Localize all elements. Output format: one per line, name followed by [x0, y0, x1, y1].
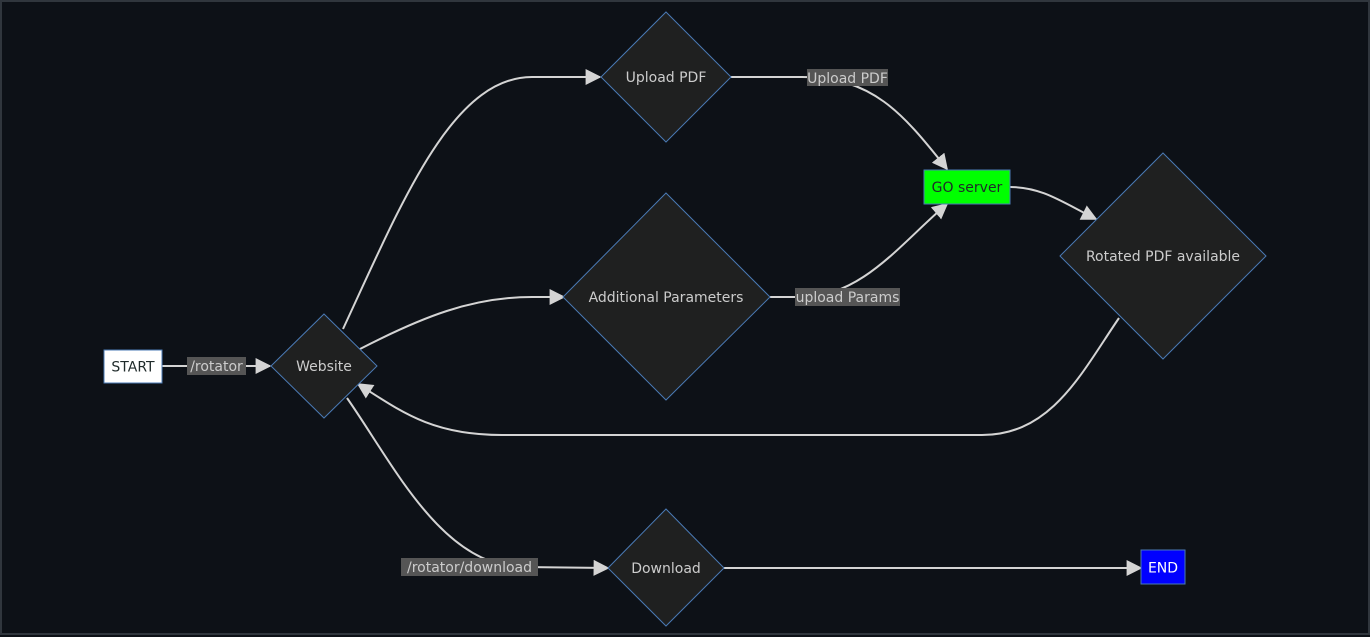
- svg-text:/rotator/download: /rotator/download: [407, 560, 532, 576]
- edge-server-to-rotated: [1009, 186, 1098, 220]
- svg-text:/rotator: /rotator: [190, 359, 243, 375]
- edge-label-rotator-download: /rotator/download: [401, 558, 538, 576]
- edge-upload-to-server: [731, 76, 948, 171]
- svg-text:Additional Parameters: Additional Parameters: [589, 290, 744, 306]
- edge-rotated-to-website: [356, 317, 1120, 436]
- node-download[interactable]: Download: [607, 508, 725, 627]
- edge-label-upload-pdf: Upload PDF: [807, 69, 888, 87]
- node-additional-parameters[interactable]: Additional Parameters: [562, 192, 771, 401]
- svg-text:GO server: GO server: [932, 180, 1003, 196]
- node-rotated-pdf[interactable]: Rotated PDF available: [1059, 152, 1267, 360]
- node-end[interactable]: END: [1140, 549, 1186, 585]
- edge-website-to-upload: [342, 69, 602, 330]
- edge-website-to-params: [359, 289, 566, 350]
- edge-website-to-download: [346, 397, 610, 576]
- node-website[interactable]: Website: [270, 313, 378, 419]
- svg-text:Upload PDF: Upload PDF: [626, 70, 707, 86]
- edge-label-upload-params: upload Params: [795, 288, 900, 306]
- node-go-server[interactable]: GO server: [923, 169, 1011, 205]
- edge-params-to-server: [770, 202, 949, 298]
- svg-text:Download: Download: [631, 561, 701, 577]
- svg-text:Website: Website: [296, 359, 352, 375]
- node-start[interactable]: START: [103, 349, 163, 384]
- svg-text:Rotated PDF available: Rotated PDF available: [1086, 249, 1240, 265]
- svg-text:START: START: [111, 360, 155, 376]
- edge-label-rotator: /rotator: [187, 357, 246, 375]
- svg-text:Upload PDF: Upload PDF: [807, 71, 888, 87]
- node-upload-pdf[interactable]: Upload PDF: [600, 11, 732, 143]
- svg-text:upload Params: upload Params: [796, 290, 900, 306]
- svg-text:END: END: [1148, 561, 1178, 577]
